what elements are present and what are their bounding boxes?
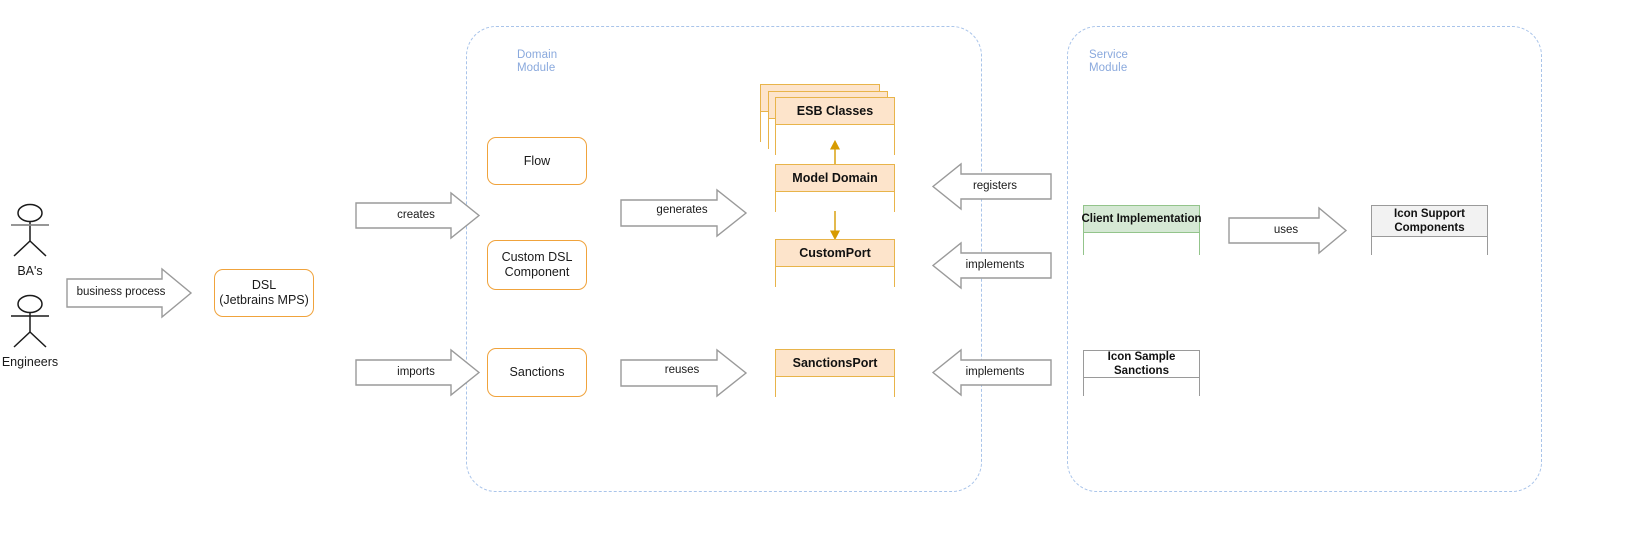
node-sanctions-port-body — [776, 377, 894, 423]
actor-bas-label: BA's — [17, 264, 43, 278]
node-sanctions-port-header: SanctionsPort — [776, 350, 894, 377]
node-model-domain-header: Model Domain — [776, 165, 894, 192]
module-service-label: Service Module — [1089, 49, 1129, 74]
node-icon-sample-sanctions-header: Icon Sample Sanctions — [1084, 351, 1199, 378]
node-dsl[interactable]: DSL (Jetbrains MPS) — [214, 269, 314, 317]
arrow-generates-label: generates — [656, 204, 708, 216]
node-icon-sample-sanctions[interactable]: Icon Sample Sanctions — [1083, 350, 1200, 422]
arrow-reuses-label: reuses — [664, 364, 700, 376]
arrow-registers — [931, 162, 1052, 211]
node-sanctions-port[interactable]: SanctionsPort — [775, 349, 895, 423]
arrow-implements-sanctions-port-label: implements — [965, 366, 1025, 378]
actor-bas-figure — [6, 203, 54, 264]
arrow-imports-label: imports — [397, 366, 435, 378]
node-client-implementation-header: Client Implementation — [1081, 206, 1202, 233]
arrow-business-process — [66, 267, 193, 319]
node-model-domain[interactable]: Model Domain — [775, 164, 895, 238]
node-icon-support-components[interactable]: Icon Support Components — [1371, 205, 1488, 285]
module-domain-label: Domain Module — [517, 49, 558, 74]
arrow-implements-sanctions-port — [931, 348, 1052, 397]
node-custom-port[interactable]: CustomPort — [775, 239, 895, 313]
actor-engineers-figure — [6, 294, 54, 355]
module-service — [1067, 26, 1542, 492]
node-sanctions[interactable]: Sanctions — [487, 348, 587, 397]
node-esb-classes-header: ESB Classes — [776, 98, 894, 125]
arrow-business-process-label: business process — [76, 286, 166, 298]
arrow-creates-label: creates — [397, 209, 435, 221]
node-flow[interactable]: Flow — [487, 137, 587, 185]
arrow-reuses — [620, 348, 748, 398]
arrow-uses-label: uses — [1273, 224, 1299, 236]
node-custom-port-header: CustomPort — [776, 240, 894, 267]
arrow-uses — [1228, 206, 1348, 255]
arrow-implements-custom-port — [931, 241, 1052, 290]
node-icon-support-components-header: Icon Support Components — [1372, 206, 1487, 237]
connector-model-domain-to-custom-port — [828, 211, 842, 241]
node-client-implementation[interactable]: Client Implementation — [1081, 205, 1202, 281]
node-client-implementation-body — [1084, 233, 1199, 281]
arrow-creates — [355, 191, 481, 240]
arrow-imports — [355, 348, 481, 397]
connector-model-domain-to-esb — [828, 139, 842, 166]
node-icon-sample-sanctions-body — [1084, 378, 1199, 422]
node-custom-port-body — [776, 267, 894, 313]
node-icon-support-components-body — [1372, 237, 1487, 285]
actor-engineers-label: Engineers — [1, 355, 59, 369]
arrow-registers-label: registers — [972, 180, 1018, 192]
node-custom-dsl-component[interactable]: Custom DSL Component — [487, 240, 587, 290]
arrow-implements-custom-port-label: implements — [965, 259, 1025, 271]
arrow-generates — [620, 188, 748, 238]
